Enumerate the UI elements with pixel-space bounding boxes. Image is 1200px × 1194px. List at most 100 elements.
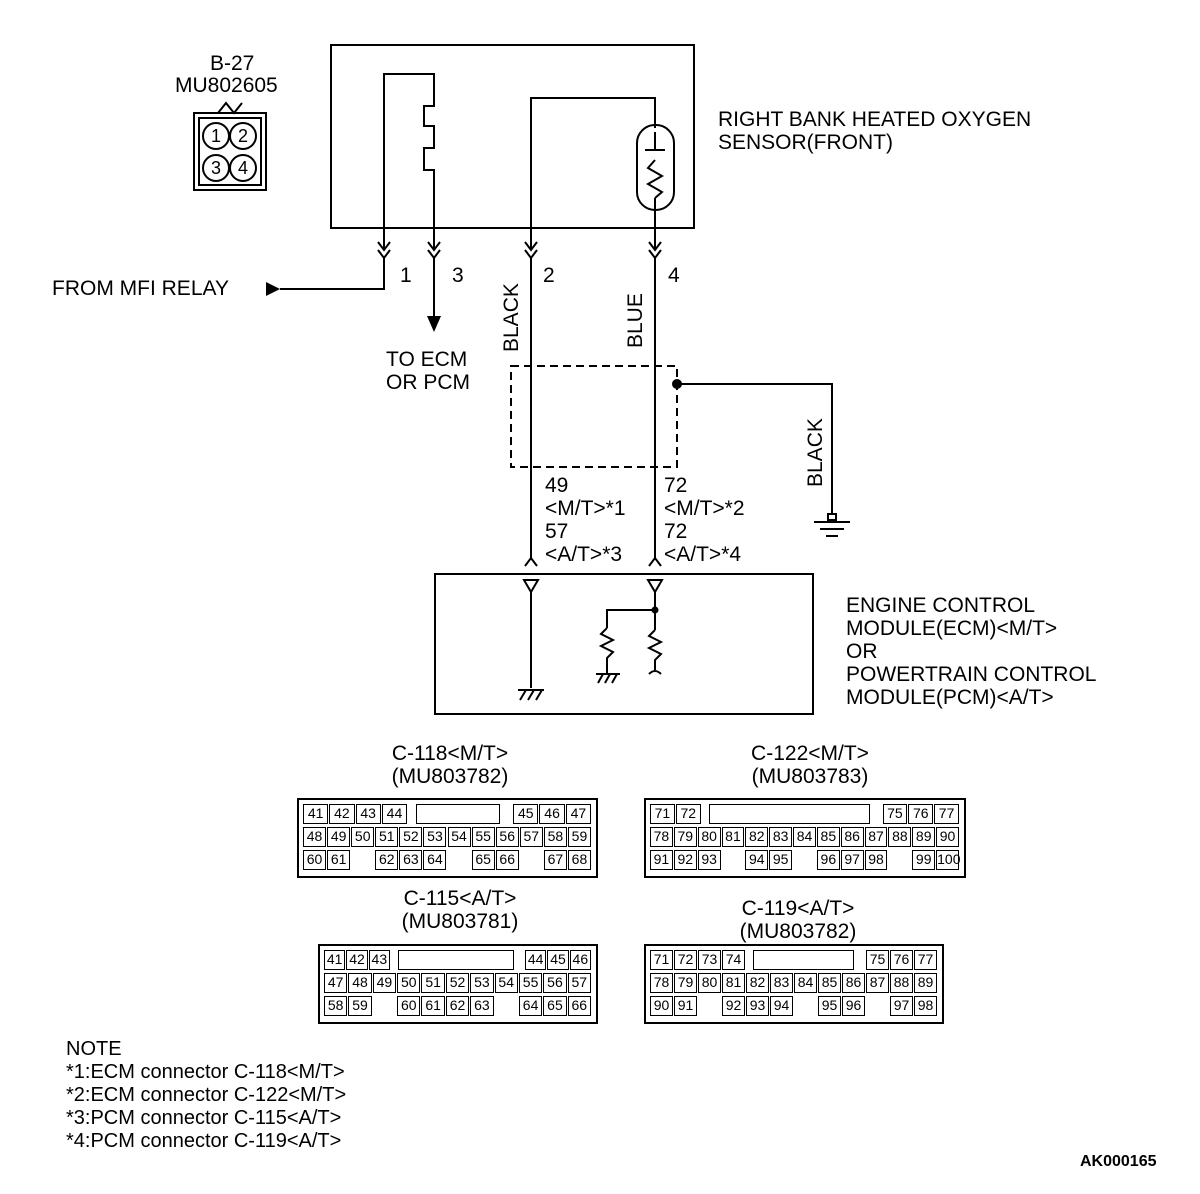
connector-lock-slot: [753, 950, 854, 970]
connector-pin: 93: [697, 850, 721, 870]
connector-pin: 43: [368, 950, 390, 970]
connector-pin: 71: [650, 950, 673, 970]
connector-pin: 82: [746, 973, 769, 993]
from-label: FROM MFI RELAY: [52, 277, 229, 300]
connector-pin: 42: [346, 950, 368, 970]
connector-pin: 63: [470, 996, 494, 1016]
c122-part: (MU803783): [751, 765, 869, 788]
connector-pin: 75: [882, 804, 908, 824]
connector-pin: 43: [355, 804, 381, 824]
connector-pin: 61: [421, 996, 445, 1016]
connector-pin: 62: [375, 850, 399, 870]
connector-pin: 92: [722, 996, 745, 1016]
to-label-2: OR PCM: [386, 371, 470, 394]
to-label-1: TO ECM: [386, 348, 468, 371]
connector-c122: 7172737475767778798081828384858687888990…: [644, 798, 966, 878]
connector-pin: 83: [770, 973, 793, 993]
connector-pin: 77: [934, 804, 959, 824]
shield-ground-wire: [677, 383, 833, 514]
sensor-label-1: RIGHT BANK HEATED OXYGEN: [718, 108, 1032, 131]
connector-pin: 76: [890, 950, 913, 970]
connector-pin: 57: [519, 827, 543, 847]
connector-pin: 56: [495, 827, 519, 847]
connector-pin: 96: [842, 996, 865, 1016]
connector-pin: 50: [397, 973, 421, 993]
connector-pin: 50: [351, 827, 375, 847]
connector-pin: 88: [890, 973, 913, 993]
connector-pin: 98: [864, 850, 888, 870]
terminal-4: 4: [668, 264, 680, 287]
connector-pin: 48: [303, 827, 327, 847]
connector-pin: 99: [912, 850, 936, 870]
connector-pin: 94: [745, 850, 769, 870]
connector-pin: 86: [840, 827, 864, 847]
connector-pin: 57: [567, 973, 591, 993]
connector-pin: 68: [567, 850, 591, 870]
connector-pin: 97: [890, 996, 913, 1016]
note-line-4: *4:PCM connector C-119<A/T>: [66, 1130, 342, 1152]
connector-pin: 61: [327, 850, 351, 870]
connector-pin: 49: [327, 827, 351, 847]
connector-pin: 79: [674, 973, 697, 993]
terminal-2: 2: [543, 264, 555, 287]
connector-pin: 75: [866, 950, 889, 970]
connector-pin: 95: [818, 996, 841, 1016]
connector-pin: 83: [769, 827, 793, 847]
wire-color-2: BLACK: [500, 283, 523, 352]
connector-pin: 87: [864, 827, 888, 847]
connector-pin: 85: [816, 827, 840, 847]
b27-connector: [193, 112, 267, 191]
connector-pin: 44: [525, 950, 547, 970]
wire-color-ground: BLACK: [804, 418, 827, 487]
note-heading: NOTE: [66, 1038, 122, 1060]
connector-pin: 53: [470, 973, 494, 993]
connector-pin: 44: [381, 804, 408, 824]
heater-element: [383, 73, 435, 250]
module-label-1: ENGINE CONTROL: [846, 594, 1036, 617]
connector-pin: 60: [303, 850, 327, 870]
module-label-3: OR: [846, 640, 878, 663]
connector-pin: 91: [674, 996, 697, 1016]
connector-pin: 53: [423, 827, 447, 847]
connector-pin: 58: [543, 827, 567, 847]
connector-pin: 46: [539, 804, 565, 824]
connector-pin: 52: [445, 973, 470, 993]
pin-3: 3: [202, 154, 230, 182]
connector-pin: 95: [769, 850, 793, 870]
sensor-connector-id: B-27: [210, 52, 255, 75]
connector-pin: 78: [650, 973, 673, 993]
note-line-3: *3:PCM connector C-115<A/T>: [66, 1107, 342, 1129]
connector-pin: 85: [818, 973, 841, 993]
connector-pin: 88: [888, 827, 912, 847]
connector-lock-slot: [397, 950, 514, 970]
connector-pin: 74: [722, 950, 745, 970]
ecm-pin-left-4: <A/T>*3: [545, 543, 623, 566]
connector-pin: 54: [447, 827, 471, 847]
ecm-pin-left-3: 57: [545, 520, 569, 543]
connector-pin: 45: [547, 950, 569, 970]
connector-pin: 55: [518, 973, 543, 993]
ecm-pin-right-3: 72: [664, 520, 688, 543]
sensor-connector-part: MU802605: [175, 74, 278, 97]
connector-pin: 87: [866, 973, 889, 993]
connector-pin: 60: [397, 996, 421, 1016]
pin-2: 2: [229, 122, 257, 150]
connector-pin: 76: [908, 804, 934, 824]
connector-pin: 63: [399, 850, 423, 870]
connector-pin: 92: [673, 850, 697, 870]
sensor-wire-2: [530, 97, 656, 250]
wire-color-4: BLUE: [624, 293, 647, 348]
shield-box: [510, 365, 678, 468]
connector-pin: 97: [840, 850, 864, 870]
connector-pin: 93: [746, 996, 769, 1016]
connector-pin: 65: [471, 850, 495, 870]
connector-pin: 52: [399, 827, 423, 847]
connector-pin: 45: [513, 804, 539, 824]
connector-pin: 89: [912, 827, 936, 847]
connector-pin: 66: [567, 996, 591, 1016]
connector-pin: 47: [324, 973, 348, 993]
connector-pin: 86: [842, 973, 865, 993]
connector-pin: 90: [936, 827, 959, 847]
